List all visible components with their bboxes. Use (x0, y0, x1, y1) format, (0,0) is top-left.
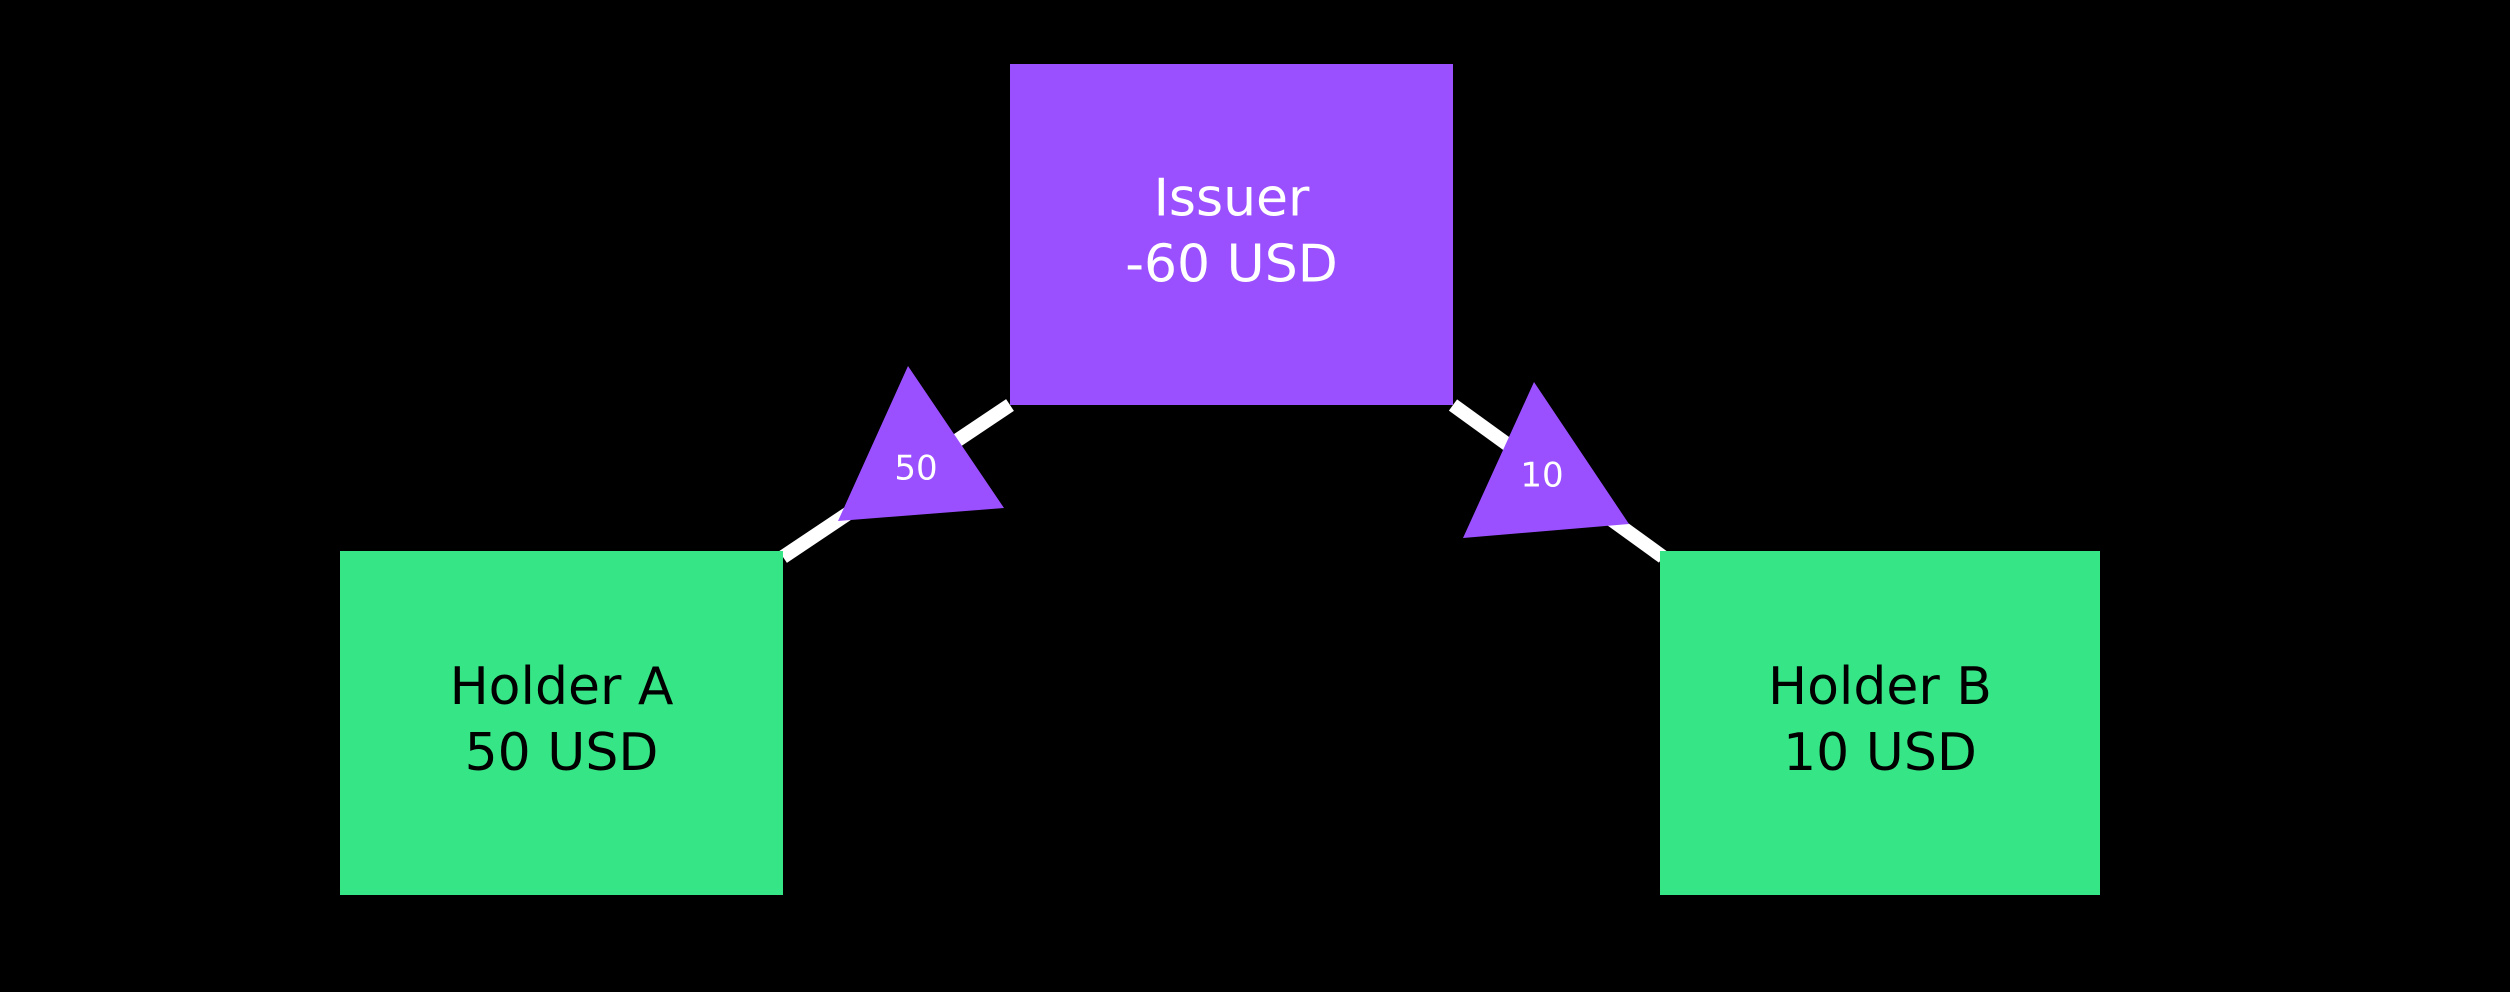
issuer-node-title: Issuer (1154, 169, 1310, 229)
edge-labels-layer: 50 10 (894, 449, 1563, 496)
holder-b-node-box[interactable] (1660, 551, 2100, 895)
edge-label-10: 10 (1520, 456, 1563, 496)
issuer-node-box[interactable] (1010, 64, 1453, 405)
edge-marker-triangle-holder-b[interactable] (1463, 382, 1629, 538)
edge-markers-layer (838, 366, 1629, 538)
holder-b-node-title: Holder B (1768, 657, 1992, 717)
issuer-node-group[interactable]: Issuer -60 USD (1010, 64, 1453, 405)
holder-a-node-amount: 50 USD (465, 723, 659, 783)
holder-b-node-group[interactable]: Holder B 10 USD (1660, 551, 2100, 895)
holder-a-node-group[interactable]: Holder A 50 USD (340, 551, 783, 895)
edge-marker-triangle-holder-a[interactable] (838, 366, 1004, 521)
holder-a-node-box[interactable] (340, 551, 783, 895)
holder-b-node-amount: 10 USD (1783, 723, 1977, 783)
issuer-node-amount: -60 USD (1125, 235, 1338, 295)
holder-a-node-title: Holder A (450, 657, 674, 717)
edge-label-50: 50 (894, 449, 937, 489)
